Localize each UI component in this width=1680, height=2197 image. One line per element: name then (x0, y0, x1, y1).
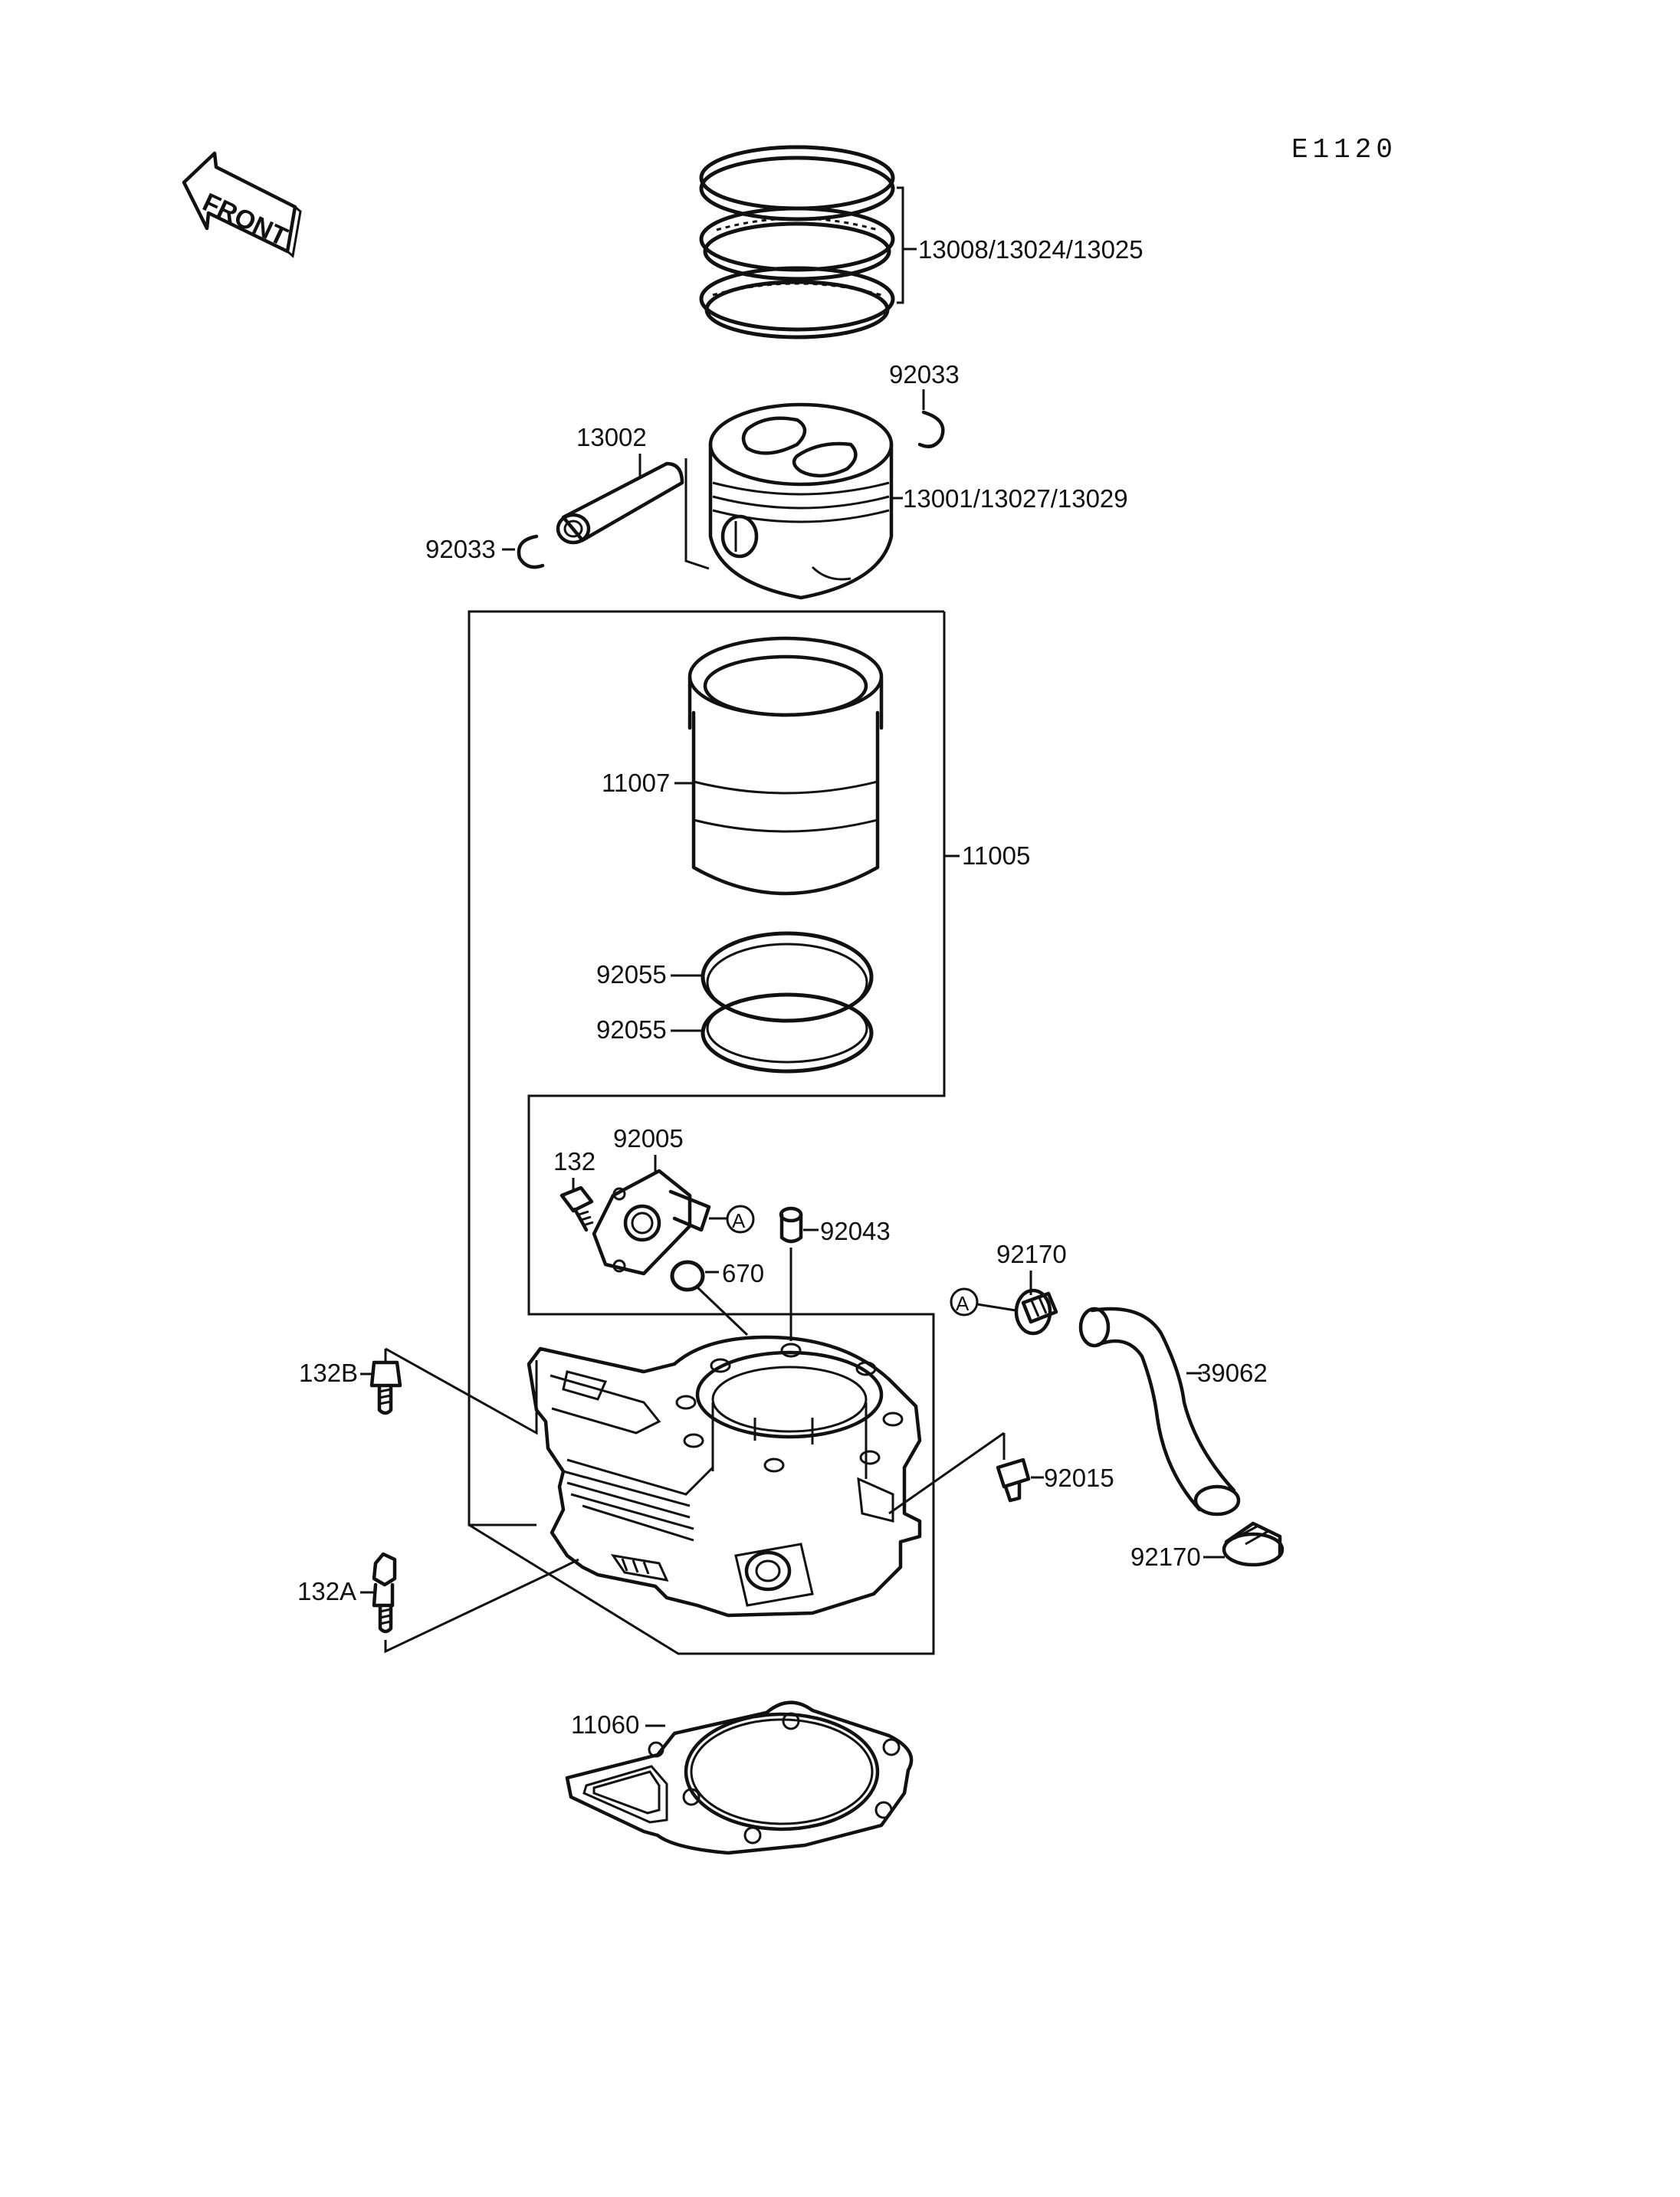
piston-pin (556, 461, 684, 545)
cylinder-body (527, 1335, 922, 1618)
front-arrow-icon: FRONT (182, 151, 302, 258)
callout-hose-clamp-top: 92170 (996, 1240, 1067, 1268)
bolt-132a (372, 1552, 397, 1634)
dowel-pin (779, 1206, 803, 1244)
circlip-top (917, 410, 945, 448)
callout-hose-clamp-bottom: 92170 (1130, 1543, 1201, 1571)
water-fitting (592, 1169, 711, 1276)
hose-clamp-top (1014, 1288, 1058, 1336)
callout-bolt-132: 132 (553, 1147, 596, 1176)
ref-a-icon: A (726, 1205, 755, 1234)
diagram-code: E1120 (1291, 134, 1397, 166)
piston-rings (699, 145, 917, 339)
callout-circlip-left: 92033 (425, 535, 496, 563)
callout-oring-1: 92055 (596, 960, 667, 989)
ref-a-label-2: A (956, 1292, 970, 1315)
callout-plug: 92015 (1044, 1464, 1114, 1492)
callout-cylinder-assy: 11005 (962, 841, 1030, 870)
callout-dowel-pin: 92043 (820, 1217, 891, 1245)
hose-clamp-bottom (1222, 1521, 1285, 1567)
plug (996, 1458, 1031, 1503)
callout-circlip-top: 92033 (889, 360, 960, 389)
water-hose (1078, 1307, 1241, 1517)
callout-piston-rings: 13008/13024/13025 (918, 235, 1144, 264)
cylinder-sleeve (687, 636, 884, 896)
callout-water-hose: 39062 (1197, 1359, 1268, 1387)
cylinder-assy-bracket (468, 610, 946, 1655)
ref-a-label-1: A (732, 1209, 746, 1232)
callout-oring-2: 92055 (596, 1015, 667, 1044)
head-gasket (565, 1700, 914, 1855)
cylinder-orings (701, 931, 874, 1074)
callout-piston: 13001/13027/13029 (903, 484, 1128, 513)
bolt-132b (369, 1360, 402, 1415)
oring-670 (670, 1260, 705, 1292)
circlip-left (517, 534, 545, 569)
callout-oring-670: 670 (722, 1259, 764, 1287)
callout-cylinder-sleeve: 11007 (602, 769, 670, 797)
callout-head-gasket: 11060 (571, 1710, 639, 1739)
ref-a-icon-2: A (950, 1287, 979, 1317)
callout-bolt-132b: 132B (299, 1359, 358, 1387)
callout-piston-pin: 13002 (576, 423, 647, 451)
callout-water-fitting: 92005 (613, 1124, 684, 1153)
bolt-132 (559, 1185, 594, 1232)
piston (708, 402, 894, 600)
callout-bolt-132a: 132A (297, 1577, 356, 1605)
